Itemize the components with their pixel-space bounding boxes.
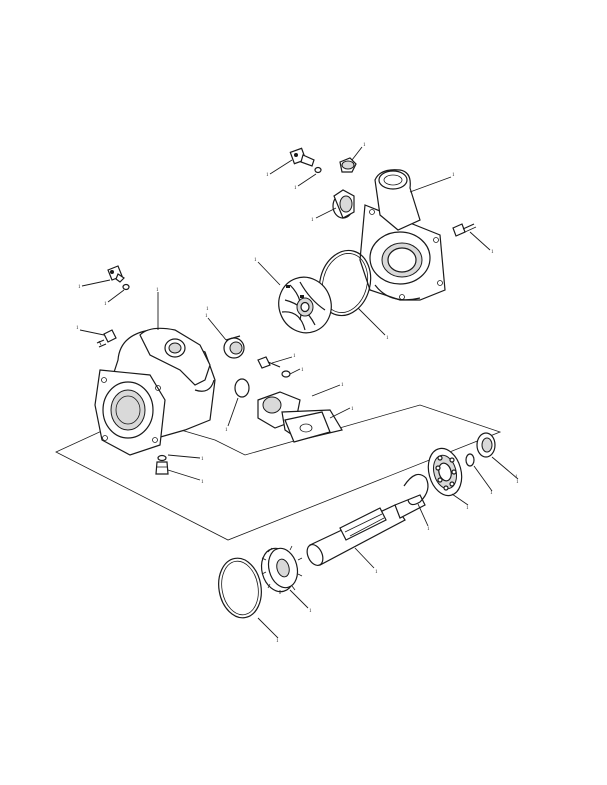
callout-23: 1 xyxy=(466,506,469,511)
callout-17: 1 xyxy=(351,407,354,412)
housing-bolt xyxy=(452,223,477,237)
callout-14: 1 xyxy=(293,354,296,359)
callout-22: 1 xyxy=(490,491,493,496)
callout-25: 1 xyxy=(375,570,378,575)
callout-3: 1 xyxy=(363,143,366,148)
snap-ring xyxy=(465,453,475,467)
callout-18: 1 xyxy=(225,428,228,433)
oil-seal xyxy=(476,432,496,458)
callout-13: 1 xyxy=(205,314,208,319)
sender-o-ring xyxy=(314,166,322,174)
housing-o-ring xyxy=(318,249,372,317)
callout-26: 1 xyxy=(309,609,312,614)
seal xyxy=(223,335,245,359)
pump-shaft xyxy=(306,494,426,566)
callout-5: 1 xyxy=(311,218,314,223)
washer xyxy=(281,370,291,378)
callout-8: 1 xyxy=(254,258,257,263)
callout-12: 1 xyxy=(76,326,79,331)
outlet-housing xyxy=(359,169,446,301)
callout-6: 1 xyxy=(491,250,494,255)
drain-screw xyxy=(96,329,117,348)
small-o-ring xyxy=(234,378,250,398)
cap-screw xyxy=(257,356,281,369)
callout-11: 1 xyxy=(156,288,159,293)
impeller xyxy=(278,276,332,334)
callout-9: 1 xyxy=(78,285,81,290)
bushing xyxy=(332,189,355,219)
callout-21: 1 xyxy=(516,480,519,485)
vent-o-ring xyxy=(122,283,130,291)
callout-28: 1 xyxy=(515,475,518,480)
callout-10: 1 xyxy=(104,302,107,307)
callout-4: 1 xyxy=(452,173,455,178)
callout-15: 1 xyxy=(301,368,304,373)
callout-7: 1 xyxy=(386,336,389,341)
drain-fitting xyxy=(155,454,169,475)
leader-lines xyxy=(79,146,519,639)
gasket xyxy=(284,411,331,443)
drive-gear xyxy=(260,545,303,594)
callout-24: 1 xyxy=(427,527,430,532)
callout-27: 1 xyxy=(276,639,279,644)
gear-o-ring xyxy=(218,557,262,619)
callout-2: 1 xyxy=(294,186,297,191)
ball-bearing xyxy=(427,447,463,497)
pipe-plug xyxy=(339,157,357,173)
callout-1: 1 xyxy=(266,173,269,178)
pump-body xyxy=(94,327,216,456)
temperature-sender xyxy=(289,147,315,167)
callout-29: 1 xyxy=(206,307,209,312)
vent-fitting xyxy=(107,265,125,283)
retaining-ring xyxy=(403,473,429,506)
group-outline xyxy=(55,404,502,541)
callout-numbers: 1 1 1 1 1 1 1 1 1 1 1 1 1 1 1 1 1 1 1 1 … xyxy=(76,143,519,644)
callout-16: 1 xyxy=(341,383,344,388)
callout-19: 1 xyxy=(201,457,204,462)
callout-20: 1 xyxy=(201,480,204,485)
